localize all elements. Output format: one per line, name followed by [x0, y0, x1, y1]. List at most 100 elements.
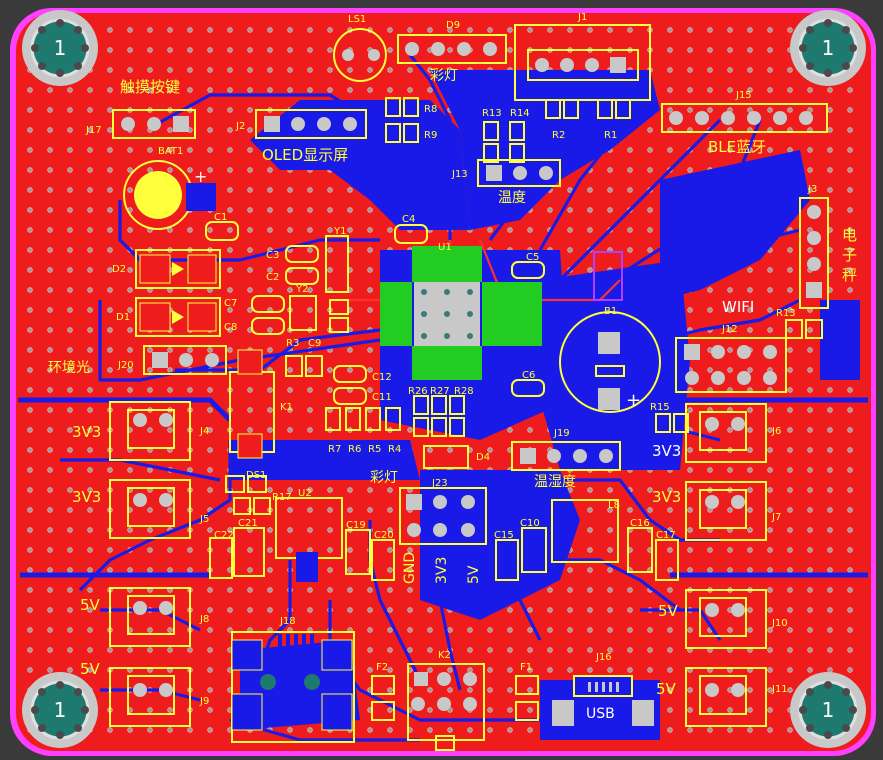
label-c8: C8	[224, 322, 237, 333]
terminal-j4	[109, 401, 191, 461]
capacitor-c4	[394, 224, 428, 244]
label-c10: C10	[520, 518, 540, 529]
resistors-top	[483, 99, 631, 163]
label-y1: Y1	[333, 226, 346, 237]
label-d1: D1	[116, 312, 130, 323]
header-j12	[675, 337, 787, 393]
terminal-j6	[685, 403, 767, 463]
label-j5: J5	[199, 514, 209, 525]
terminal-j11	[685, 667, 767, 727]
label-c12: C12	[372, 372, 392, 383]
mounting-hole-tl: 1	[22, 10, 98, 86]
resistors-r26-r28	[413, 395, 465, 437]
header-j1	[514, 24, 651, 101]
mounting-hole-bl: 1	[22, 672, 98, 748]
label-usb: USB	[586, 706, 615, 722]
label-j17: J17	[85, 125, 102, 136]
label-u1: U1	[438, 242, 452, 253]
label-j6: J6	[771, 426, 781, 437]
label-ls1: LS1	[348, 14, 366, 25]
terminal-j10	[685, 589, 767, 649]
label-d4: D4	[476, 452, 490, 463]
label-r28: R28	[454, 386, 474, 397]
mounting-hole-tr: 1	[790, 10, 866, 86]
label-r13: R13	[482, 108, 502, 119]
label-r15: R15	[650, 402, 670, 413]
label-c20: C20	[374, 530, 394, 541]
resistor-r15	[655, 413, 689, 433]
label-c9: C9	[308, 338, 321, 349]
label-j16: J16	[595, 652, 612, 663]
label-j1: J1	[577, 12, 587, 23]
usb-j18	[231, 631, 355, 743]
mounting-holes: 1 1 1 1	[22, 10, 866, 748]
label-huanjingguang: 环境光	[48, 360, 90, 376]
label-plus-bat: +	[194, 167, 207, 186]
label-j4: J4	[199, 426, 209, 437]
label-y2: Y2	[295, 284, 308, 295]
label-v3d: 3V3	[652, 488, 681, 506]
label-r6: R6	[348, 444, 361, 455]
fuse-f1	[515, 675, 539, 721]
terminal-j8	[109, 587, 191, 647]
caps-left	[251, 245, 349, 377]
traces	[60, 54, 801, 742]
label-r14: R14	[510, 108, 530, 119]
svg-text:1: 1	[54, 36, 67, 60]
label-wenshidu: 温湿度	[534, 474, 576, 490]
label-c4: C4	[402, 214, 415, 225]
diode-d4	[423, 445, 469, 469]
label-l8: L8	[608, 500, 620, 511]
label-j12: J12	[721, 324, 738, 335]
label-c16: C16	[630, 518, 650, 529]
label-f1: F1	[520, 662, 532, 673]
svg-text:1: 1	[822, 36, 835, 60]
diode-d1	[135, 297, 221, 337]
label-plus-b1: +	[626, 390, 641, 411]
header-j20	[143, 345, 227, 375]
header-j3	[799, 197, 829, 309]
label-c6: C6	[522, 370, 535, 381]
header-j19	[511, 441, 621, 471]
components	[109, 24, 829, 751]
label-j7: J7	[771, 512, 781, 523]
caps-bottom	[209, 527, 679, 581]
label-r26: R26	[408, 386, 428, 397]
label-c21: C21	[238, 518, 258, 529]
svg-text:电子秤: 电子秤	[842, 226, 857, 284]
component-pink	[593, 251, 623, 301]
label-j10: J10	[771, 618, 788, 629]
label-d2: D2	[112, 264, 126, 275]
led-ds1	[225, 475, 271, 515]
label-r17: R17	[272, 492, 292, 503]
label-c11: C11	[372, 392, 392, 403]
label-caideng-mid: 彩灯	[370, 470, 398, 486]
terminal-j9	[109, 667, 191, 727]
label-c2: C2	[266, 272, 279, 283]
label-j3: J3	[807, 184, 817, 195]
svg-text:1: 1	[822, 698, 835, 722]
capacitor-c5	[511, 261, 545, 279]
plane-splits	[18, 397, 868, 578]
switch-k2	[407, 663, 485, 751]
capacitor-c6	[511, 379, 545, 397]
label-j9: J9	[199, 696, 209, 707]
label-pin5v: 5V	[466, 565, 482, 584]
regulator-u2	[275, 497, 343, 582]
label-v3c: 3V3	[72, 488, 101, 506]
battery-bat1	[123, 160, 216, 230]
label-c19: C19	[346, 520, 366, 531]
label-pin3v3: 3V3	[434, 557, 450, 584]
label-j18: J18	[279, 616, 296, 627]
label-v5d: 5V	[656, 680, 677, 698]
header-j17	[112, 109, 196, 139]
mcu-u1	[380, 246, 542, 380]
label-r9: R9	[424, 130, 437, 141]
label-r2: R2	[552, 130, 565, 141]
terminal-j5	[109, 479, 191, 539]
label-j2: J2	[235, 121, 245, 132]
resistors-r4-r7	[325, 407, 401, 431]
fuse-f2	[371, 675, 395, 721]
